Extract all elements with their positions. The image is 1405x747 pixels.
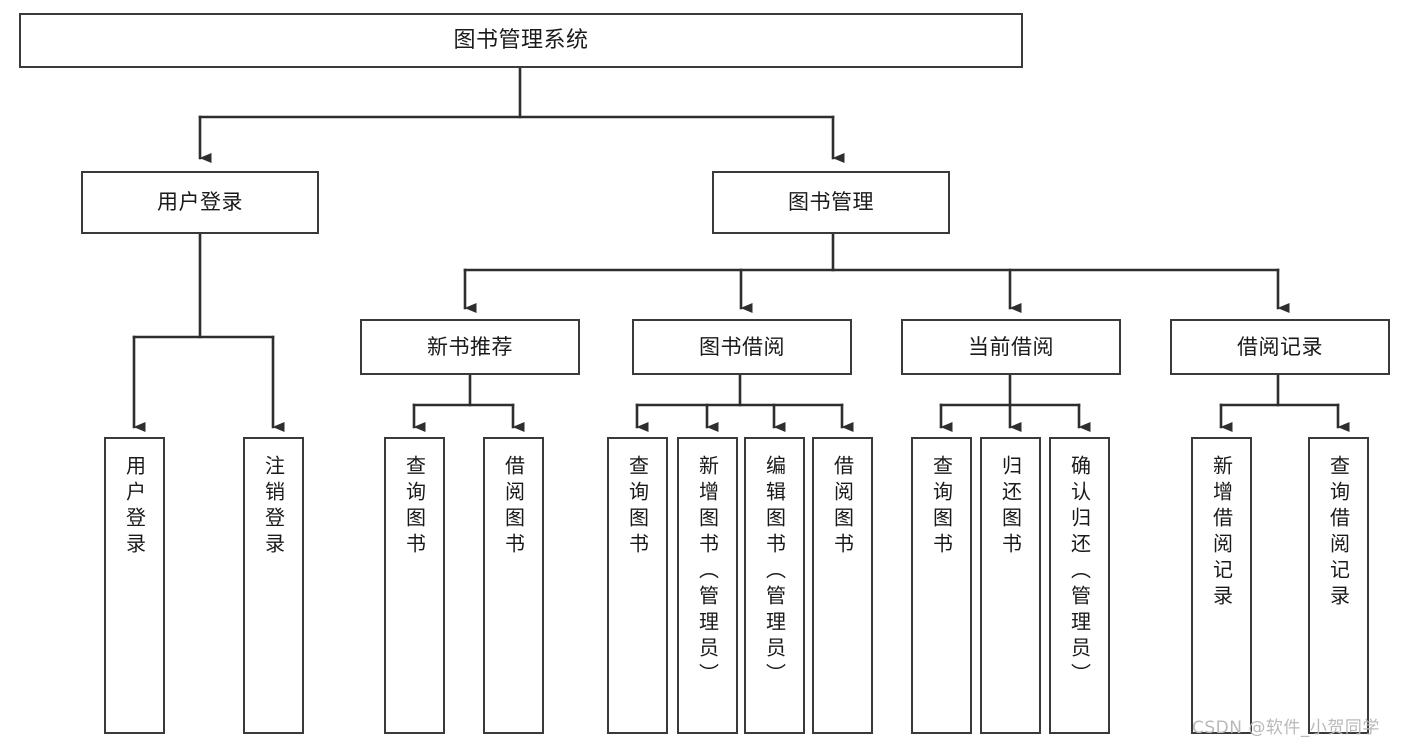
leaf-borrow-record-add[interactable]: 新增借阅记录	[1191, 437, 1252, 734]
leaf-book-borrow-edit-label: 编辑图书（管理员）	[762, 455, 787, 689]
leaf-book-borrow-add[interactable]: 新增图书（管理员）	[677, 437, 738, 734]
leaf-book-borrow-query-label: 查询图书	[625, 455, 650, 559]
leaf-book-borrow-edit[interactable]: 编辑图书（管理员）	[744, 437, 805, 734]
node-book-borrow[interactable]: 图书借阅	[632, 319, 852, 375]
leaf-new-book-borrow-label: 借阅图书	[501, 455, 526, 559]
node-book-management-label: 图书管理	[788, 190, 874, 215]
node-book-management[interactable]: 图书管理	[712, 171, 950, 234]
leaf-book-borrow-borrow-label: 借阅图书	[830, 455, 855, 559]
node-root-book-management-system[interactable]: 图书管理系统	[19, 13, 1023, 68]
node-borrow-record[interactable]: 借阅记录	[1170, 319, 1390, 375]
leaf-user-login-login[interactable]: 用户登录	[104, 437, 165, 734]
leaf-current-borrow-confirm-return[interactable]: 确认归还（管理员）	[1049, 437, 1110, 734]
node-book-borrow-label: 图书借阅	[699, 334, 785, 359]
leaf-book-borrow-borrow[interactable]: 借阅图书	[812, 437, 873, 734]
leaf-borrow-record-add-label: 新增借阅记录	[1209, 455, 1234, 611]
leaf-current-borrow-confirm-return-label: 确认归还（管理员）	[1067, 455, 1092, 689]
node-new-book-recommend[interactable]: 新书推荐	[360, 319, 580, 375]
leaf-borrow-record-query-label: 查询借阅记录	[1326, 455, 1351, 611]
leaf-user-login-login-label: 用户登录	[122, 455, 147, 559]
leaf-book-borrow-add-label: 新增图书（管理员）	[695, 455, 720, 689]
leaf-user-login-logout[interactable]: 注销登录	[243, 437, 304, 734]
node-user-login[interactable]: 用户登录	[81, 171, 319, 234]
node-current-borrow[interactable]: 当前借阅	[901, 319, 1121, 375]
leaf-current-borrow-return-label: 归还图书	[998, 455, 1023, 559]
leaf-current-borrow-return[interactable]: 归还图书	[980, 437, 1041, 734]
leaf-new-book-query[interactable]: 查询图书	[384, 437, 445, 734]
node-new-book-recommend-label: 新书推荐	[427, 334, 513, 359]
node-root-label: 图书管理系统	[453, 27, 589, 53]
leaf-new-book-query-label: 查询图书	[402, 455, 427, 559]
node-user-login-label: 用户登录	[157, 190, 243, 215]
leaf-book-borrow-query[interactable]: 查询图书	[607, 437, 668, 734]
leaf-current-borrow-query[interactable]: 查询图书	[911, 437, 972, 734]
csdn-watermark: CSDN @软件_小贺同学	[1192, 718, 1380, 738]
leaf-user-login-logout-label: 注销登录	[261, 455, 286, 559]
leaf-new-book-borrow[interactable]: 借阅图书	[483, 437, 544, 734]
leaf-current-borrow-query-label: 查询图书	[929, 455, 954, 559]
node-borrow-record-label: 借阅记录	[1237, 334, 1323, 359]
leaf-borrow-record-query[interactable]: 查询借阅记录	[1308, 437, 1369, 734]
node-current-borrow-label: 当前借阅	[968, 334, 1054, 359]
